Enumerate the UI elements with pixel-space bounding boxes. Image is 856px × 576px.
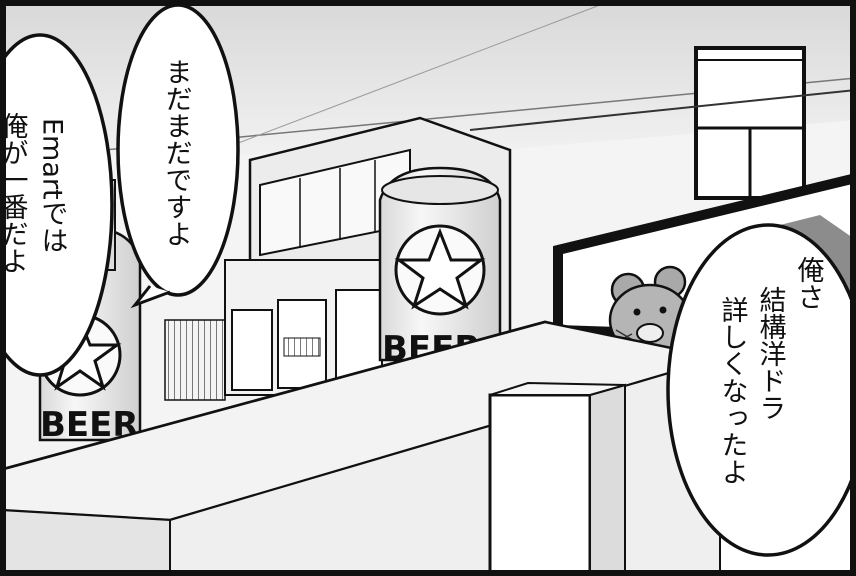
bubble-middle-line-1: まだまだですよ bbox=[161, 58, 192, 247]
speech-bubble-right: 俺さ 結構洋ドラ 詳しくなったよ bbox=[666, 223, 856, 557]
bubble-right-line-2: 結構洋ドラ bbox=[755, 286, 787, 421]
roof-ledge bbox=[0, 320, 856, 576]
bear-character bbox=[608, 265, 692, 357]
speech-bubble-left: Emartでは 俺が一番だよ bbox=[0, 33, 114, 377]
bubble-right-line-3: 詳しくなったよ bbox=[717, 296, 748, 485]
wall-window bbox=[694, 46, 806, 200]
bubble-right-line-1: 俺さ bbox=[793, 256, 825, 310]
beer-can-right: BEER bbox=[378, 166, 502, 369]
bubble-left-line-1: Emartでは bbox=[37, 118, 68, 254]
